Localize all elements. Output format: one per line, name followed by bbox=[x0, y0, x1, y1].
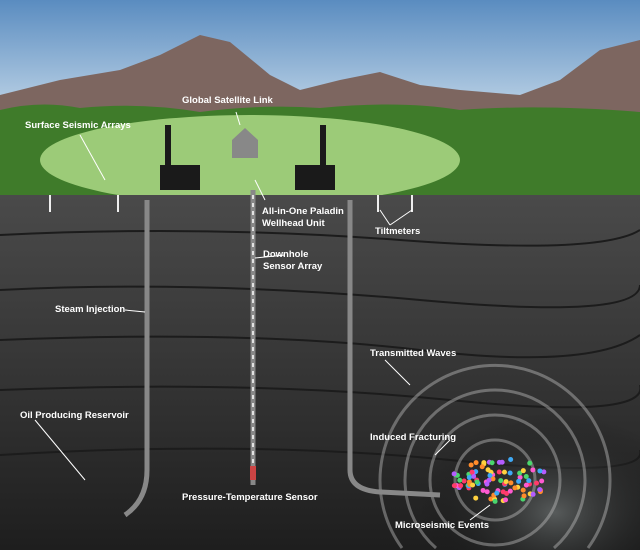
label-downhole-2: Sensor Array bbox=[263, 261, 323, 272]
microseismic-event-dot bbox=[526, 478, 532, 484]
microseismic-event-dot bbox=[494, 490, 500, 496]
microseismic-event-dot bbox=[523, 474, 529, 480]
microseismic-event-dot bbox=[473, 460, 479, 466]
microseismic-event-dot bbox=[486, 477, 492, 483]
microseismic-event-dot bbox=[537, 468, 543, 474]
microseismic-event-dot bbox=[451, 471, 457, 477]
microseismic-event-dot bbox=[500, 489, 506, 495]
label-surface-seismic: Surface Seismic Arrays bbox=[25, 120, 131, 131]
label-wellhead-2: Wellhead Unit bbox=[262, 218, 325, 229]
microseismic-event-dot bbox=[479, 464, 485, 470]
microseismic-event-dot bbox=[503, 497, 509, 503]
microseismic-event-dot bbox=[490, 476, 496, 482]
microseismic-event-dot bbox=[470, 482, 476, 488]
label-fracturing: Induced Fracturing bbox=[370, 432, 456, 443]
microseismic-event-dot bbox=[484, 489, 490, 495]
microseismic-event-dot bbox=[466, 474, 472, 480]
microseismic-event-dot bbox=[523, 482, 529, 488]
microseismic-event-dot bbox=[517, 474, 523, 480]
microseismic-event-dot bbox=[507, 488, 513, 494]
microseismic-event-dot bbox=[530, 491, 536, 497]
label-transmitted: Transmitted Waves bbox=[370, 348, 456, 359]
label-tiltmeters: Tiltmeters bbox=[375, 226, 420, 237]
label-satellite: Global Satellite Link bbox=[182, 95, 274, 106]
microseismic-event-dot bbox=[501, 469, 507, 475]
wave-rings bbox=[378, 363, 612, 550]
leader-lines bbox=[34, 111, 491, 521]
microseismic-event-dot bbox=[474, 479, 480, 485]
microseismic-event-dot bbox=[496, 459, 502, 465]
microseismic-event-dot bbox=[520, 487, 526, 493]
label-pt-sensor: Pressure-Temperature Sensor bbox=[182, 492, 318, 503]
field bbox=[40, 115, 460, 205]
wellhead-building bbox=[232, 128, 258, 158]
microseismic-event-dot bbox=[521, 493, 527, 499]
microseismic-event-dot bbox=[508, 480, 514, 486]
microseismic-event-dot bbox=[480, 487, 486, 493]
microseismic-event-dot bbox=[471, 473, 477, 479]
steam-injection-well bbox=[123, 200, 150, 518]
microseismic-event-dot bbox=[539, 478, 545, 484]
microseismic-event-dot bbox=[508, 457, 514, 463]
microseismic-event-dot bbox=[516, 478, 522, 484]
microseismic-event-dot bbox=[473, 495, 479, 501]
microseismic-event-dot bbox=[466, 479, 472, 485]
microseismic-event-dot bbox=[496, 469, 502, 475]
pumpjacks bbox=[160, 125, 335, 190]
microseismic-event-dot bbox=[512, 485, 518, 491]
microseismic-event-dot bbox=[451, 483, 457, 489]
tiltmeter-posts bbox=[49, 195, 413, 212]
microseismic-event-dot bbox=[461, 478, 467, 484]
microseismic-event-dot bbox=[527, 460, 533, 466]
microseismic-event-dot bbox=[481, 460, 487, 466]
microseismic-event-dot bbox=[507, 470, 513, 476]
microseismic-events bbox=[451, 457, 547, 504]
fracture-glow bbox=[300, 300, 640, 550]
microseismic-event-dot bbox=[468, 462, 474, 468]
microseismic-event-dot bbox=[503, 479, 509, 485]
pressure-temperature-sensor bbox=[250, 466, 256, 480]
microseismic-event-dot bbox=[541, 469, 547, 475]
microseismic-event-dot bbox=[484, 481, 490, 487]
producing-well bbox=[347, 200, 441, 498]
microseismic-event-dot bbox=[487, 472, 493, 478]
microseismic-event-dot bbox=[485, 467, 491, 473]
microseismic-event-dot bbox=[498, 478, 504, 484]
label-steam: Steam Injection bbox=[55, 304, 125, 315]
label-downhole-1: Downhole bbox=[263, 249, 308, 260]
label-wellhead-1: All-in-One Paladin bbox=[262, 206, 344, 217]
microseismic-event-dot bbox=[537, 487, 543, 493]
microseismic-event-dot bbox=[534, 480, 540, 486]
microseismic-event-dot bbox=[488, 496, 494, 502]
label-microseismic: Microseismic Events bbox=[395, 520, 489, 531]
microseismic-event-dot bbox=[530, 467, 536, 473]
microseismic-event-dot bbox=[458, 483, 464, 489]
microseismic-event-dot bbox=[492, 498, 498, 504]
microseismic-event-dot bbox=[469, 469, 475, 475]
label-reservoir: Oil Producing Reservoir bbox=[20, 410, 129, 421]
microseismic-event-dot bbox=[457, 477, 463, 483]
microseismic-event-dot bbox=[489, 460, 495, 466]
sensor-well bbox=[250, 190, 256, 485]
microseismic-event-dot bbox=[517, 470, 523, 476]
microseismic-event-dot bbox=[520, 468, 526, 474]
